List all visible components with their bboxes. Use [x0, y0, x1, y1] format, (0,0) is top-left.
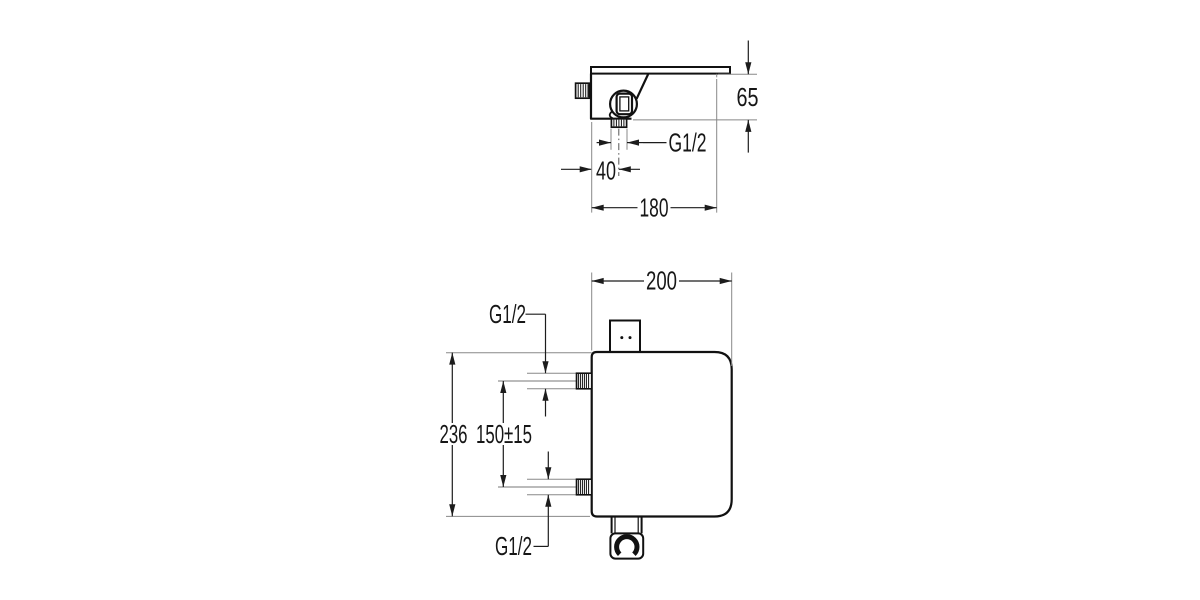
dim-g12-lower-label: G1/2 — [495, 531, 532, 561]
dim-150-15-label: 150±15 — [476, 419, 532, 449]
dimension-thread-outlet: G1/2 — [596, 128, 707, 158]
dimension-200: 200 — [591, 266, 733, 366]
connector-dot — [620, 336, 624, 340]
dim-g12-upper-label: G1/2 — [489, 299, 526, 329]
spout-plate — [590, 66, 731, 75]
dim-40-label: 40 — [596, 156, 616, 186]
shower-holder-bracket — [609, 516, 645, 560]
holder-ring — [614, 534, 640, 556]
dimension-65: 65 — [633, 40, 759, 153]
mixer-body — [590, 350, 733, 518]
dim-200-label: 200 — [646, 266, 677, 296]
dimension-180: 180 — [591, 79, 718, 222]
dim-g12-spout-label: G1/2 — [669, 128, 707, 158]
connector-dot — [628, 336, 632, 340]
top-connector — [609, 319, 641, 353]
dimension-236: 236 — [440, 352, 592, 517]
dim-65-label: 65 — [737, 82, 759, 112]
bottom-thread-outlet — [610, 117, 628, 129]
dim-236-label: 236 — [440, 419, 468, 449]
dimension-40: 40 — [561, 156, 640, 186]
callout-thread-lower: G1/2 — [495, 451, 552, 561]
lower-inlet-pipe — [527, 478, 593, 496]
dimension-150-15: 150±15 — [476, 381, 532, 487]
handle-knob-face — [619, 96, 630, 112]
callout-thread-upper: G1/2 — [489, 299, 549, 417]
bottom-view-front-elevation: 200 236 150±15 G1/2 G1/2 — [440, 266, 733, 561]
top-view-side-elevation: 65 G1/2 40 180 — [561, 40, 759, 222]
wall-thread-connector — [574, 82, 591, 100]
upper-inlet-pipe — [527, 372, 593, 390]
dim-180-label: 180 — [640, 192, 669, 222]
